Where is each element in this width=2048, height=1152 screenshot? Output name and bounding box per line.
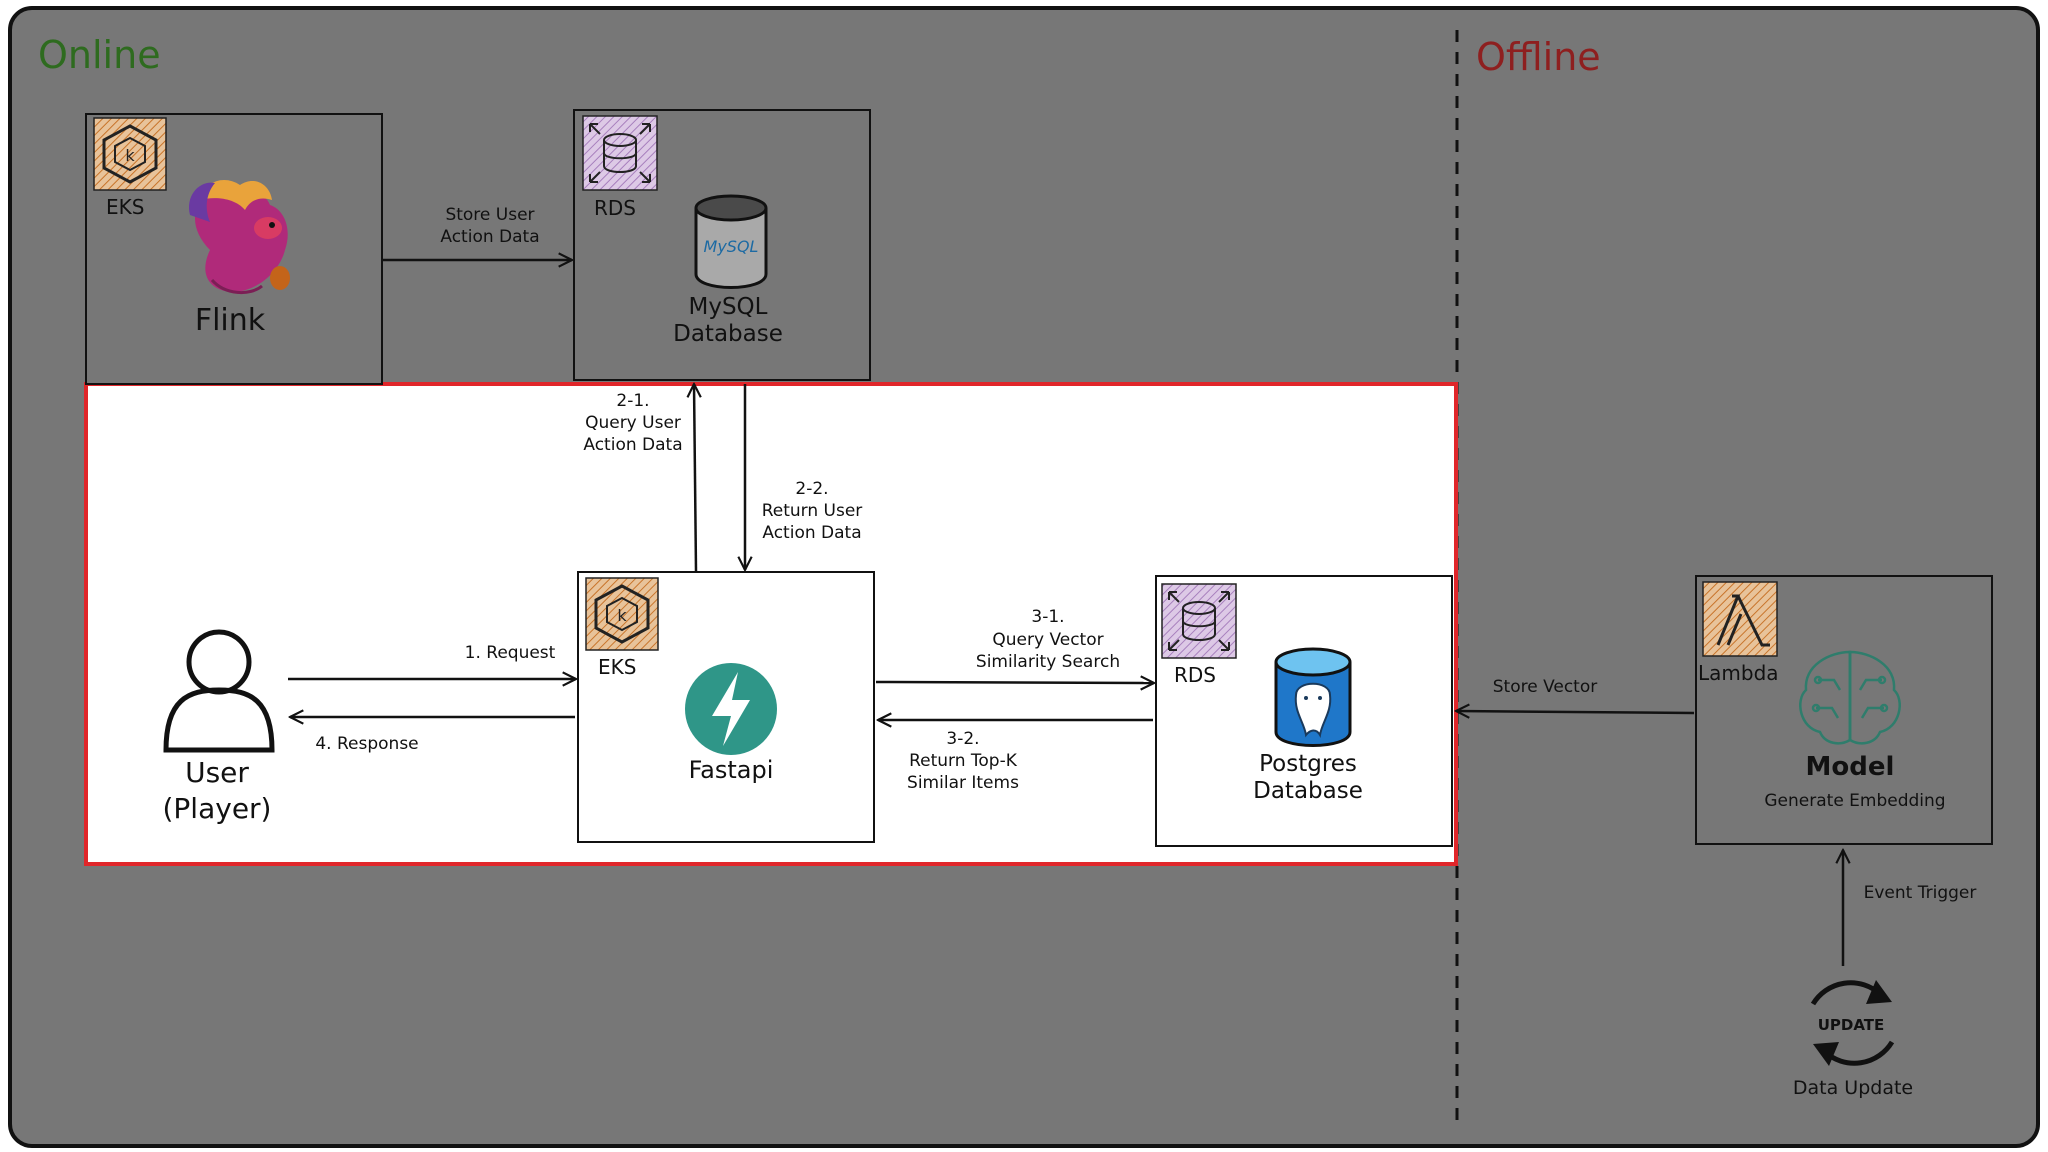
eks-icon: k xyxy=(585,577,659,651)
svg-text:Similar Items: Similar Items xyxy=(907,773,1019,793)
mysql-badge: RDS xyxy=(594,196,636,220)
edge-return-user-action: 2-2. Return User Action Data xyxy=(745,384,862,570)
postgres-label-line1: Postgres xyxy=(1259,751,1357,777)
rds-icon xyxy=(582,115,658,191)
svg-text:2-2.: 2-2. xyxy=(795,479,828,499)
brain-circuit-icon xyxy=(1799,650,1901,745)
rds-icon xyxy=(1161,583,1237,659)
model-sublabel: Generate Embedding xyxy=(1764,791,1945,811)
edge-query-vector: 3-1. Query Vector Similarity Search xyxy=(875,607,1154,683)
model-node: Lambda Model Generate Embedding xyxy=(1695,575,1993,845)
svg-text:k: k xyxy=(617,606,627,625)
svg-text:Store User: Store User xyxy=(445,205,534,225)
postgres-node: RDS Postgres Database xyxy=(1155,575,1453,847)
flink-node: k EKS Flink xyxy=(85,113,383,385)
mysql-database-icon: MySQL xyxy=(694,194,768,289)
offline-title: Offline xyxy=(1476,35,1601,79)
data-update-node: UPDATE Data Update xyxy=(1793,980,1913,1099)
svg-text:3-1.: 3-1. xyxy=(1031,607,1064,627)
svg-text:4. Response: 4. Response xyxy=(315,734,418,754)
svg-text:k: k xyxy=(125,146,135,165)
svg-text:3-2.: 3-2. xyxy=(946,729,979,749)
fastapi-bolt-icon xyxy=(685,663,777,755)
flink-label: Flink xyxy=(195,303,266,338)
svg-text:Similarity Search: Similarity Search xyxy=(976,652,1120,672)
user-label-line2: (Player) xyxy=(163,792,272,825)
svg-text:Action Data: Action Data xyxy=(762,523,861,543)
fastapi-badge: EKS xyxy=(598,655,636,679)
user-icon xyxy=(163,629,275,753)
postgres-label-line2: Database xyxy=(1253,778,1363,804)
model-badge: Lambda xyxy=(1698,661,1779,685)
svg-text:Store Vector: Store Vector xyxy=(1493,677,1598,697)
svg-text:Return User: Return User xyxy=(762,501,863,521)
update-cycle-icon: UPDATE xyxy=(1810,980,1895,1066)
data-update-label: Data Update xyxy=(1793,1077,1913,1099)
fastapi-node: k EKS Fastapi xyxy=(577,571,875,843)
edge-store-user-action: Store User Action Data xyxy=(383,205,572,260)
edge-query-user-action: 2-1. Query User Action Data xyxy=(583,384,696,572)
online-title: Online xyxy=(38,33,161,77)
mysql-label-line1: MySQL xyxy=(689,294,768,320)
fastapi-label: Fastapi xyxy=(689,756,774,784)
lambda-icon xyxy=(1702,581,1778,657)
svg-text:Action Data: Action Data xyxy=(583,435,682,455)
user-node: User (Player) xyxy=(163,629,275,825)
svg-text:Query Vector: Query Vector xyxy=(992,630,1103,650)
svg-text:1. Request: 1. Request xyxy=(465,643,556,663)
mysql-label-line2: Database xyxy=(673,321,783,347)
mysql-logo-text: MySQL xyxy=(704,237,759,256)
postgres-database-icon xyxy=(1274,647,1352,747)
user-label-line1: User xyxy=(185,756,249,789)
svg-text:Action Data: Action Data xyxy=(440,227,539,247)
svg-text:Query User: Query User xyxy=(585,413,681,433)
edge-store-vector: Store Vector xyxy=(1456,677,1695,713)
edge-response: 4. Response xyxy=(290,717,575,754)
model-label: Model xyxy=(1806,752,1895,782)
edge-request: 1. Request xyxy=(288,643,576,679)
svg-text:Event Trigger: Event Trigger xyxy=(1864,883,1977,903)
svg-text:2-1.: 2-1. xyxy=(616,391,649,411)
svg-text:Return Top-K: Return Top-K xyxy=(909,751,1018,771)
postgres-badge: RDS xyxy=(1174,663,1216,687)
flink-squirrel-icon xyxy=(189,180,290,294)
edge-return-topk: 3-2. Return Top-K Similar Items xyxy=(878,720,1153,793)
flink-badge: EKS xyxy=(106,195,144,219)
edge-event-trigger: Event Trigger xyxy=(1843,850,1976,966)
update-icon-text: UPDATE xyxy=(1818,1016,1885,1034)
eks-icon: k xyxy=(93,117,167,191)
mysql-node: RDS MySQL MySQL Database xyxy=(573,109,871,381)
